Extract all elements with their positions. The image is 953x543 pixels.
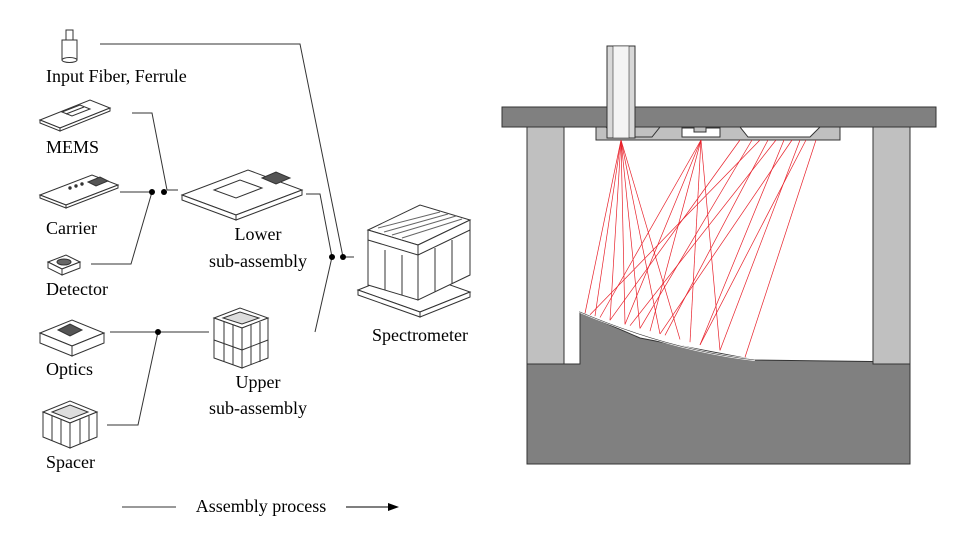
spectrometer-cross-section xyxy=(501,45,937,465)
mems-label: MEMS xyxy=(46,137,99,157)
light-ray xyxy=(620,139,681,340)
detector-label: Detector xyxy=(46,279,108,299)
spectrometer-icon xyxy=(356,204,472,318)
light-ray xyxy=(639,139,753,329)
spectrometer-label: Spectrometer xyxy=(372,325,468,345)
lower-label-line2: sub-assembly xyxy=(209,251,307,271)
light-ray xyxy=(594,139,622,317)
left-pillar xyxy=(526,126,565,365)
light-ray xyxy=(659,139,793,335)
optics-label: Optics xyxy=(46,359,93,379)
light-ray xyxy=(624,139,702,325)
mems-icon xyxy=(38,99,112,132)
light-ray xyxy=(719,139,801,351)
light-ray xyxy=(744,139,817,358)
spacer-icon xyxy=(41,400,99,449)
upper-label-line1: Upper xyxy=(236,372,281,392)
light-ray xyxy=(620,139,641,329)
light-ray xyxy=(689,139,702,343)
carrier-icon xyxy=(38,174,120,209)
optics-icon xyxy=(38,319,106,357)
top-plate xyxy=(501,106,937,128)
carrier-label: Carrier xyxy=(46,218,97,238)
light-ray xyxy=(609,139,622,321)
lower-label-line1: Lower xyxy=(235,224,282,244)
detector-icon xyxy=(46,254,82,276)
fiber-label: Input Fiber, Ferrule xyxy=(46,66,187,86)
spacer-label: Spacer xyxy=(46,452,95,472)
light-ray xyxy=(699,139,785,346)
light-ray xyxy=(620,139,661,335)
light-ray xyxy=(609,139,741,321)
light-ray xyxy=(699,139,807,346)
light-ray xyxy=(620,139,626,325)
light-ray xyxy=(629,139,777,326)
upper-subassembly-icon xyxy=(212,307,270,369)
junction-dots xyxy=(149,189,346,335)
upper-label-line2: sub-assembly xyxy=(209,398,307,418)
lower-subassembly-icon xyxy=(180,169,304,221)
light-ray xyxy=(649,139,702,332)
process-label: Assembly process xyxy=(196,496,326,516)
labels: Input Fiber, Ferrule MEMS Carrier Detect… xyxy=(46,66,468,516)
light-rays xyxy=(584,139,817,358)
light-ray xyxy=(700,139,721,351)
assembly-flow xyxy=(38,29,472,511)
light-ray xyxy=(584,139,622,314)
right-pillar xyxy=(872,126,911,365)
fiber-ferrule-icon xyxy=(61,29,78,63)
assembly-process-arrow xyxy=(122,503,399,511)
connector-lines xyxy=(91,43,354,426)
light-ray xyxy=(589,139,761,315)
light-ray xyxy=(599,139,702,318)
